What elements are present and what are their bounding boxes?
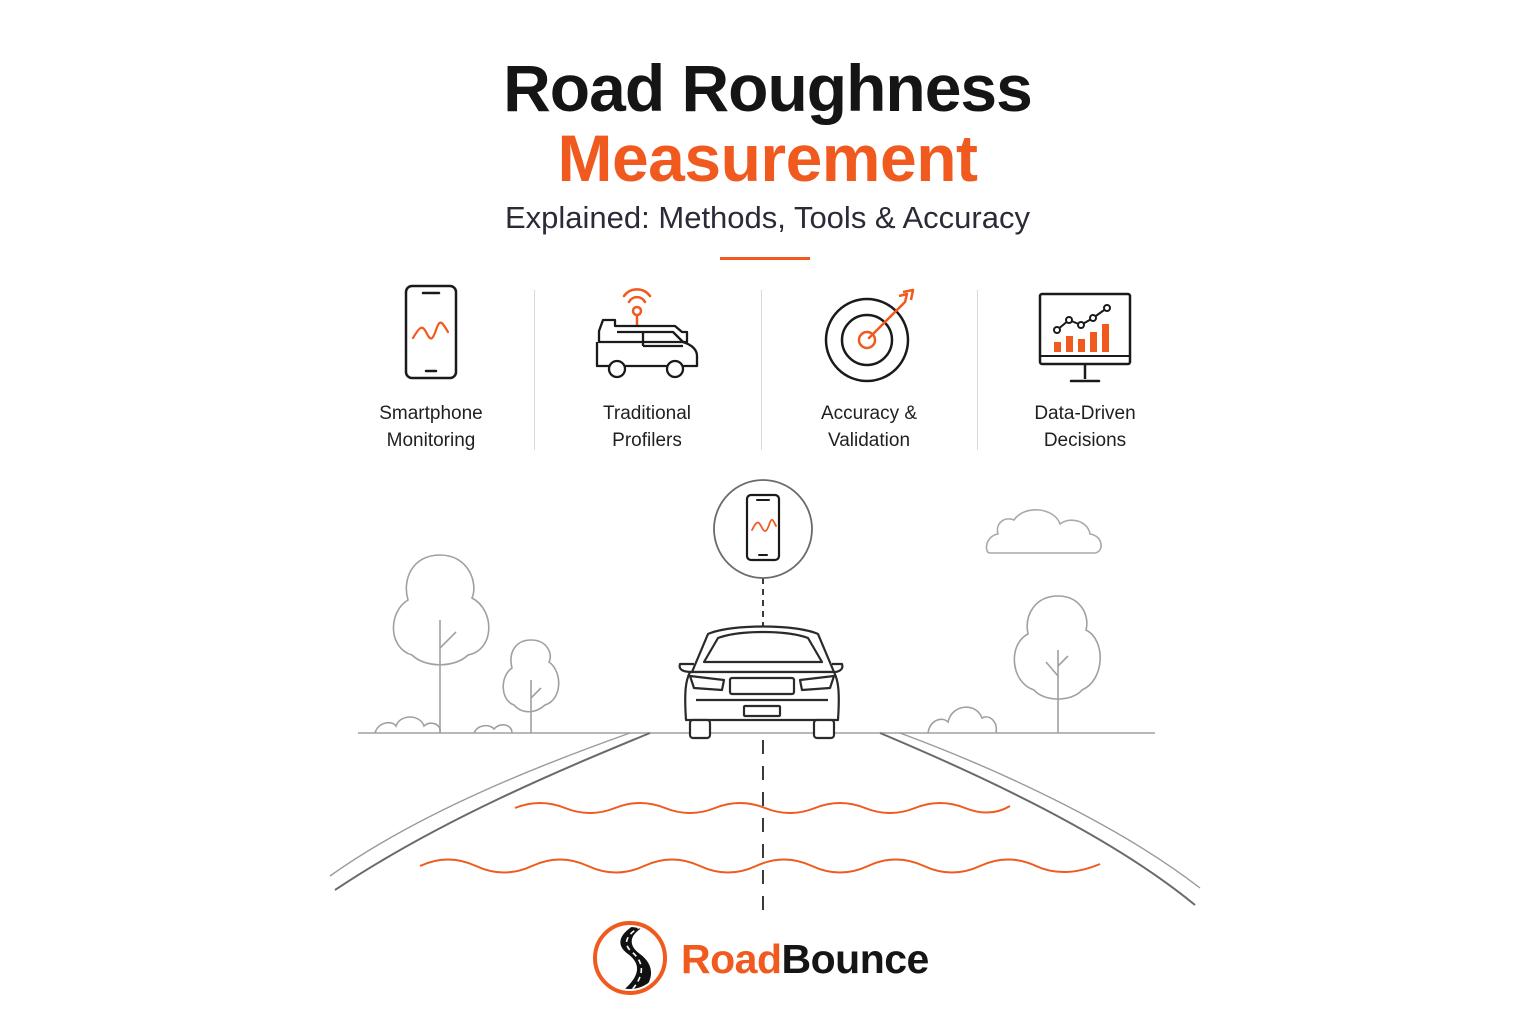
bush-icon [927, 706, 998, 734]
car-icon [678, 625, 844, 740]
page-title-line1: Road Roughness [503, 51, 1033, 125]
feature-label-line1: Data-Driven [1034, 403, 1136, 424]
feature-divider [534, 290, 535, 450]
feature-label-line2: Validation [827, 430, 911, 451]
feature-label-line2: Profilers [612, 430, 682, 451]
tree-icon [502, 639, 560, 733]
road-edge-right [879, 732, 1196, 906]
feature-smartphone: Smartphone Monitoring [321, 280, 541, 455]
roughness-wave [419, 858, 1101, 874]
tree-icon [1013, 595, 1101, 733]
feature-data-driven: Data-Driven Decisions [975, 280, 1195, 455]
feature-divider [761, 290, 762, 450]
target-icon [824, 288, 915, 383]
road-scene-illustration [329, 479, 1201, 912]
feature-profilers: Traditional Profilers [537, 280, 757, 455]
road-edge-left [334, 732, 651, 891]
feature-label: Traditional Profilers [537, 400, 757, 454]
brand-name: RoadBounce [681, 934, 929, 984]
accent-rule [720, 257, 810, 260]
smartphone-icon [404, 284, 458, 380]
feature-label: Smartphone Monitoring [321, 400, 541, 454]
feature-accuracy: Accuracy & Validation [759, 280, 979, 455]
feature-label: Accuracy & Validation [759, 400, 979, 454]
road-logo-icon [593, 921, 667, 995]
roughness-wave [514, 802, 1011, 814]
feature-label: Data-Driven Decisions [975, 400, 1195, 454]
feature-label-line1: Smartphone [379, 403, 483, 424]
brand-name-part1: Road [681, 936, 782, 982]
brand-logo: RoadBounce [592, 920, 952, 996]
profiler-van-icon [595, 288, 699, 379]
road-edge-left-inner [329, 732, 631, 877]
road-edge-right-inner [899, 732, 1201, 889]
bush-icon [473, 724, 513, 734]
bush-icon [374, 716, 441, 734]
feature-label-line2: Monitoring [386, 430, 476, 451]
chart-monitor-icon [1038, 292, 1132, 383]
feature-label-line1: Traditional [602, 403, 691, 424]
cloud-icon [985, 509, 1102, 554]
feature-row: Smartphone Monitoring Traditional Profil… [0, 280, 1535, 460]
feature-label-line1: Accuracy & [820, 403, 918, 424]
feature-divider [977, 290, 978, 450]
tree-icon [392, 554, 490, 733]
smartphone-sensor-icon [713, 479, 813, 579]
brand-name-part2: Bounce [781, 936, 930, 982]
feature-label-line2: Decisions [1043, 430, 1127, 451]
page-title-line2: Measurement [557, 121, 979, 195]
page-subtitle: Explained: Methods, Tools & Accuracy [505, 200, 1030, 235]
